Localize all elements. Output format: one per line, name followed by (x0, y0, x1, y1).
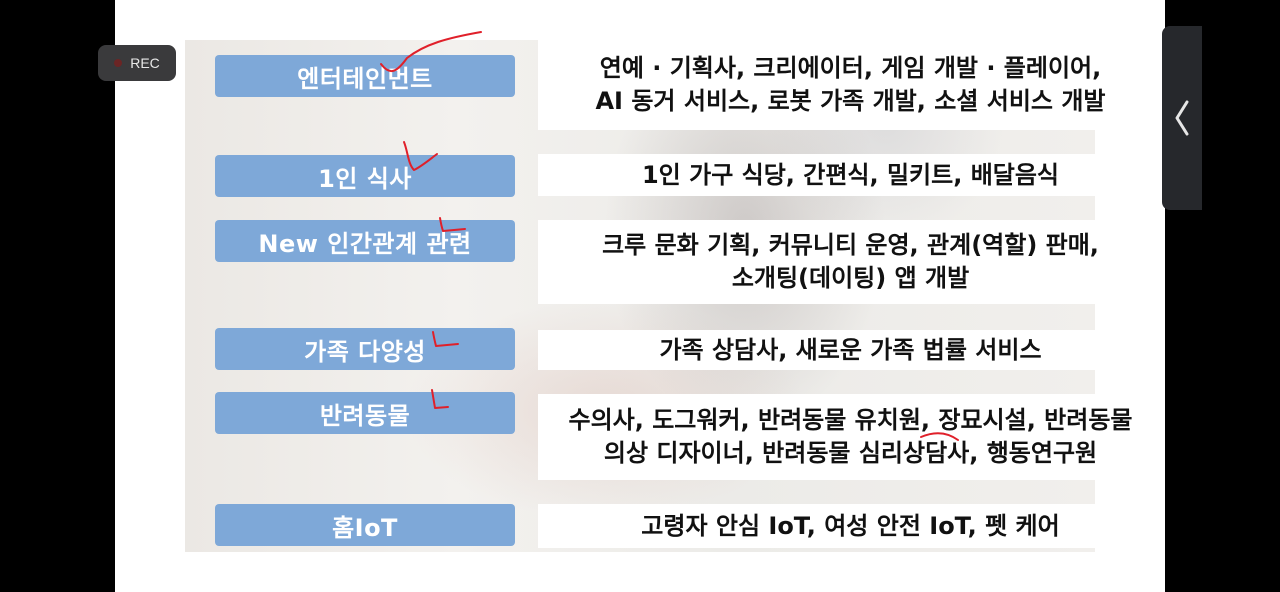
description-line: 의상 디자이너, 반려동물 심리상담사, 행동연구원 (603, 439, 1098, 467)
description-box-pets: 수의사, 도그워커, 반려동물 유치원, 장묘시설, 반려동물 의상 디자이너,… (538, 394, 1163, 480)
description-line: 1인 가구 식당, 간편식, 밀키트, 배달음식 (641, 160, 1060, 189)
record-dot-icon (114, 59, 123, 67)
background-photo: 엔터테인먼트 연예 · 기획사, 크리에이터, 게임 개발 · 플레이어, AI… (185, 40, 1163, 552)
description-line: 크루 문화 기획, 커뮤니티 운영, 관계(역할) 판매, (602, 231, 1099, 259)
category-label: 홈IoT (332, 513, 398, 542)
recording-label: REC (130, 55, 160, 71)
category-label: 1인 식사 (318, 164, 412, 193)
description-box-home-iot: 고령자 안심 IoT, 여성 안전 IoT, 펫 케어 (538, 504, 1163, 548)
description-box-entertainment: 연예 · 기획사, 크리에이터, 게임 개발 · 플레이어, AI 동거 서비스… (538, 40, 1163, 130)
category-pill-new-relationships: New 인간관계 관련 (215, 220, 515, 262)
recording-indicator[interactable]: REC (98, 45, 176, 81)
category-label: New 인간관계 관련 (258, 229, 472, 258)
category-pill-family-diversity: 가족 다양성 (215, 328, 515, 370)
category-label: 가족 다양성 (304, 337, 426, 366)
description-box-new-relationships: 크루 문화 기획, 커뮤니티 운영, 관계(역할) 판매, 소개팅(데이팅) 앱… (538, 220, 1163, 304)
description-line: 수의사, 도그워커, 반려동물 유치원, 장묘시설, 반려동물 (568, 406, 1133, 434)
description-line: 소개팅(데이팅) 앱 개발 (731, 264, 970, 292)
category-pill-pets: 반려동물 (215, 392, 515, 434)
category-pill-home-iot: 홈IoT (215, 504, 515, 546)
description-box-solo-dining: 1인 가구 식당, 간편식, 밀키트, 배달음식 (538, 154, 1163, 196)
description-line: AI 동거 서비스, 로봇 가족 개발, 소셜 서비스 개발 (595, 87, 1106, 115)
description-box-family-diversity: 가족 상담사, 새로운 가족 법률 서비스 (538, 330, 1163, 370)
category-pill-entertainment: 엔터테인먼트 (215, 55, 515, 97)
slide: 엔터테인먼트 연예 · 기획사, 크리에이터, 게임 개발 · 플레이어, AI… (115, 0, 1165, 592)
side-panel-toggle[interactable] (1162, 26, 1202, 210)
description-line: 고령자 안심 IoT, 여성 안전 IoT, 펫 케어 (641, 511, 1060, 540)
category-pill-solo-dining: 1인 식사 (215, 155, 515, 197)
category-label: 반려동물 (319, 401, 411, 430)
description-line: 연예 · 기획사, 크리에이터, 게임 개발 · 플레이어, (599, 54, 1102, 82)
chevron-left-icon (1175, 100, 1189, 136)
category-label: 엔터테인먼트 (297, 64, 433, 93)
description-line: 가족 상담사, 새로운 가족 법률 서비스 (659, 335, 1042, 364)
